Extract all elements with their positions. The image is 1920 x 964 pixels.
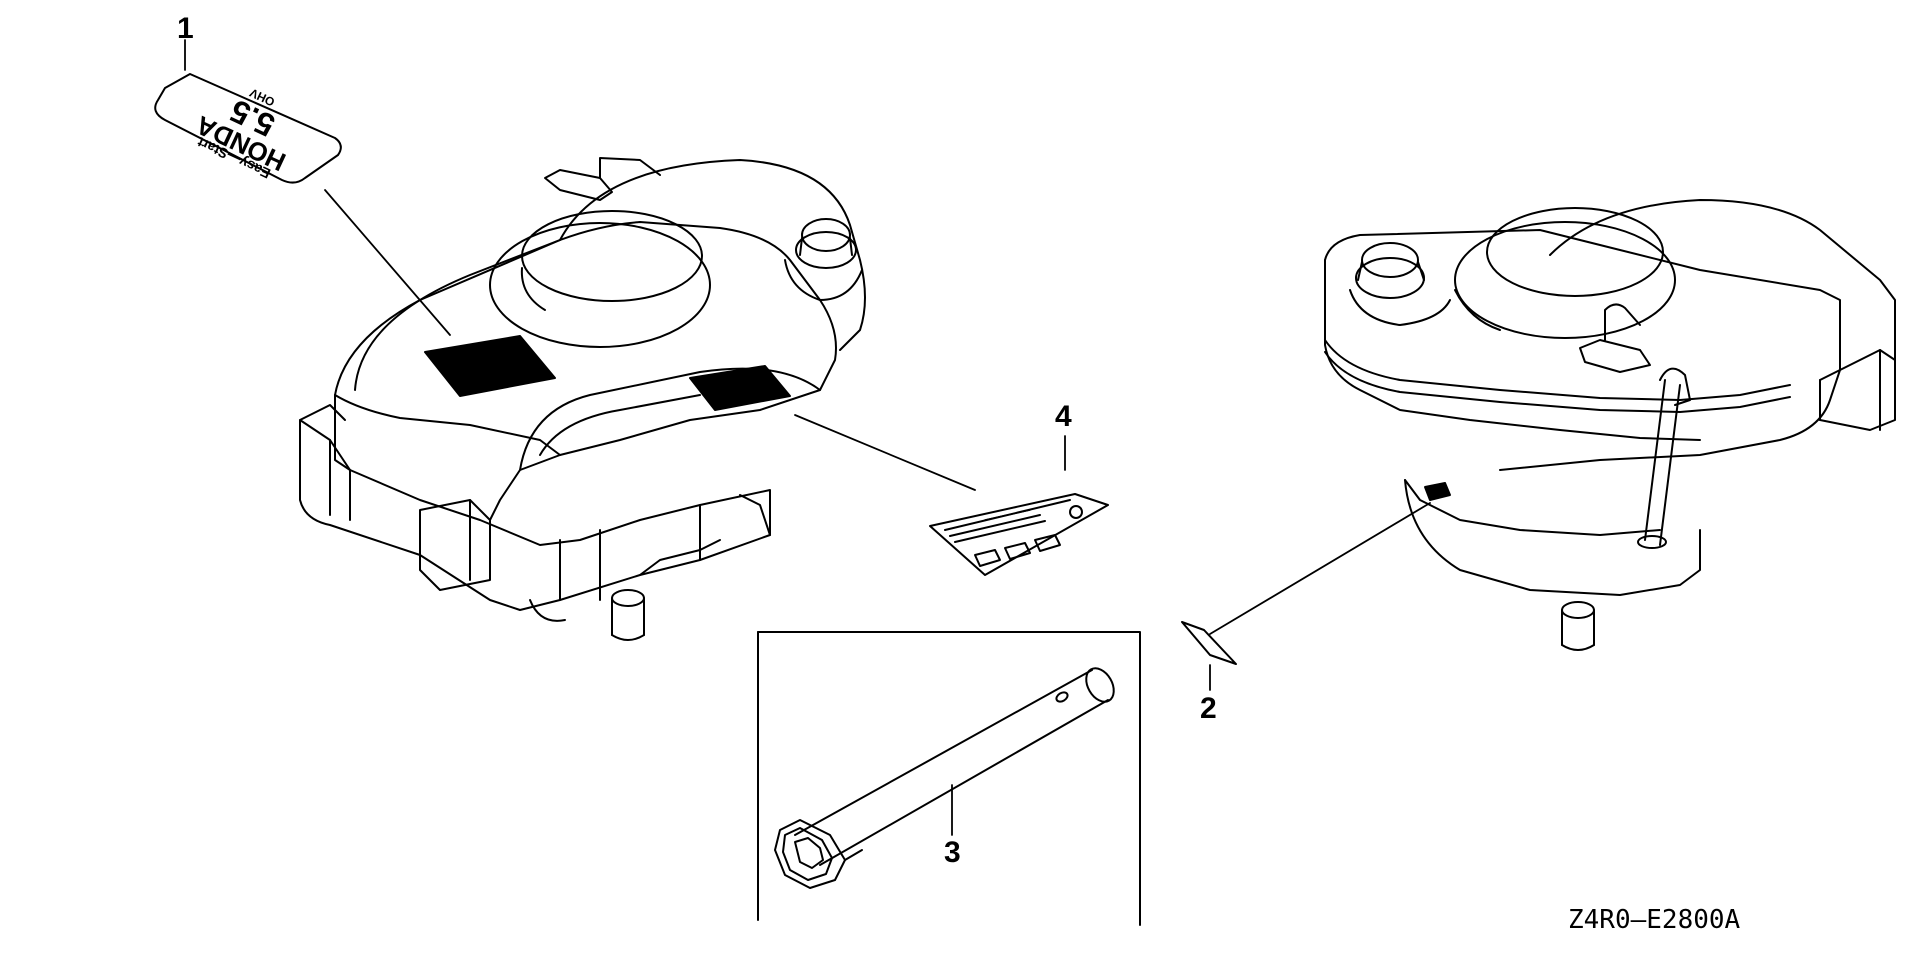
leader-2 bbox=[1209, 502, 1431, 635]
callout-1: 1 bbox=[177, 12, 194, 45]
callout-3: 3 bbox=[944, 836, 961, 869]
part-1-honda-label: Easy—Start HONDA 5.5 OHV bbox=[154, 73, 342, 184]
engine-left bbox=[299, 157, 866, 641]
drawing-code: Z4R0—E2800A bbox=[1568, 905, 1741, 935]
part-3-box-wrench bbox=[757, 631, 1141, 926]
leader-4 bbox=[794, 414, 976, 491]
leader-lines bbox=[184, 39, 1431, 836]
leader-1 bbox=[324, 189, 451, 336]
part-4-warning-label bbox=[929, 493, 1109, 576]
callout-4: 4 bbox=[1055, 400, 1072, 433]
callout-2: 2 bbox=[1200, 692, 1217, 725]
part-2-small-label bbox=[1181, 621, 1237, 665]
engine-right bbox=[1324, 199, 1896, 651]
